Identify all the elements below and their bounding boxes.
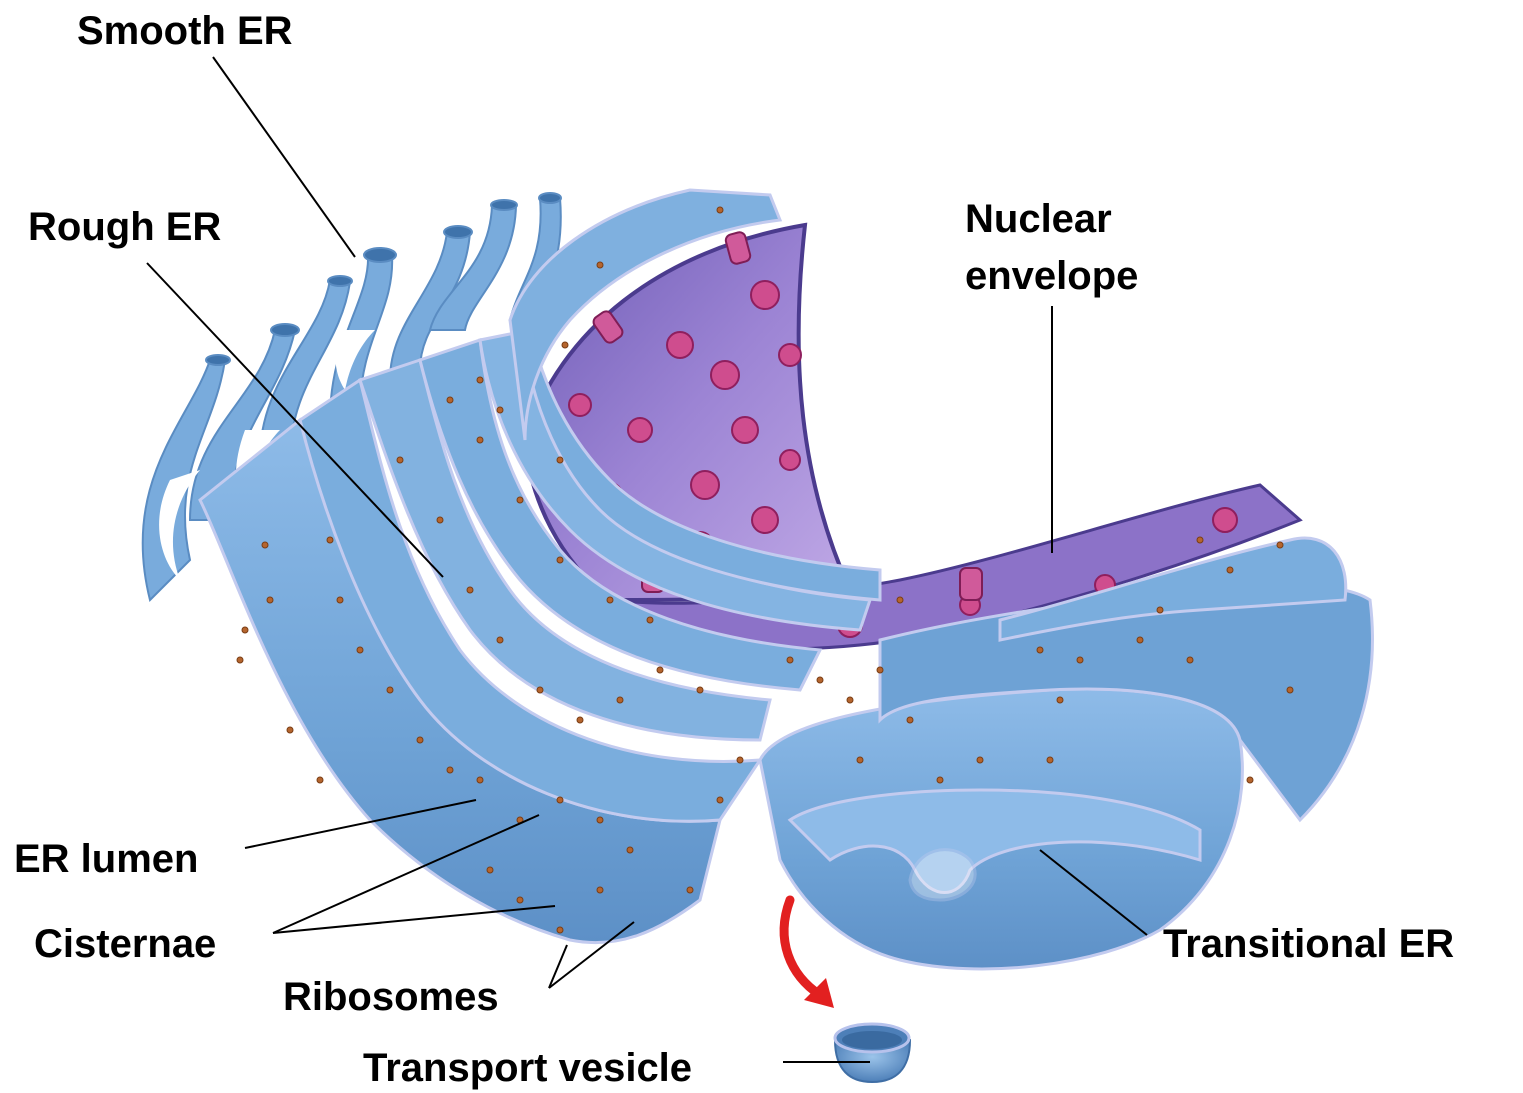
transport-vesicle bbox=[835, 1024, 910, 1082]
label-nuclear-envelope-line2: envelope bbox=[965, 254, 1138, 298]
label-nuclear-envelope-line1: Nuclear bbox=[965, 197, 1112, 241]
label-ribosomes: Ribosomes bbox=[283, 975, 499, 1019]
label-rough-er: Rough ER bbox=[28, 205, 221, 249]
label-er-lumen: ER lumen bbox=[14, 837, 198, 881]
label-transitional-er: Transitional ER bbox=[1163, 922, 1454, 966]
smooth-er-leader bbox=[213, 57, 355, 257]
label-smooth-er: Smooth ER bbox=[77, 9, 293, 53]
label-transport-vesicle: Transport vesicle bbox=[363, 1046, 692, 1090]
label-cisternae: Cisternae bbox=[34, 922, 216, 966]
